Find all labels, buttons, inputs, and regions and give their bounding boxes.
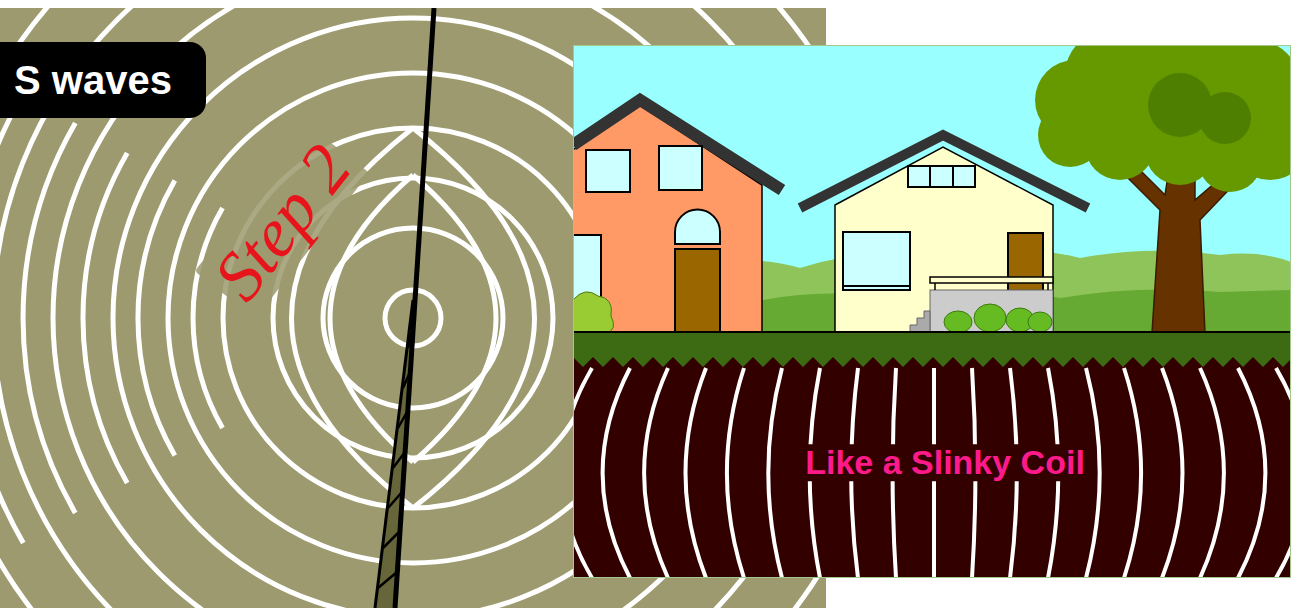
- house-window: [573, 235, 601, 300]
- wave-arc: [1162, 368, 1183, 578]
- wave-arc: [83, 153, 127, 483]
- title-tab: S waves: [0, 42, 206, 118]
- wave-arc: [1238, 368, 1265, 578]
- porch: [930, 290, 1053, 333]
- ground-waves: [573, 368, 1291, 578]
- house-window: [659, 146, 702, 190]
- window-bar: [929, 166, 931, 187]
- wave-arc: [23, 123, 75, 513]
- wave-arc: [603, 368, 630, 578]
- grass-edge: [573, 357, 1291, 367]
- steps: [910, 311, 930, 333]
- grass: [573, 332, 1291, 358]
- arch-window: [675, 210, 720, 245]
- wave-arc: [138, 181, 175, 456]
- wave-arc: [768, 368, 782, 578]
- wave-arc: [573, 368, 592, 578]
- window-sill: [843, 285, 910, 287]
- wave-arc: [1276, 368, 1291, 578]
- wave-lens-arc: [413, 128, 535, 508]
- bushes: [944, 304, 1052, 333]
- fault-line: [395, 8, 434, 608]
- panel-border: [574, 46, 1291, 578]
- window-bar: [952, 166, 954, 187]
- porch-rail: [930, 277, 1053, 283]
- rail-post: [1047, 283, 1049, 290]
- bush: [1028, 312, 1052, 332]
- house-window: [586, 150, 630, 192]
- wave-arc: [727, 368, 744, 578]
- house-door: [675, 249, 720, 333]
- leaf-shade: [1199, 92, 1251, 144]
- leaf-blob: [1038, 103, 1102, 167]
- tree-canopy: [1035, 45, 1291, 192]
- caption-text-holder: Like a Slinky Coil: [800, 444, 1090, 481]
- wave-arc: [686, 368, 707, 578]
- wave-lens-arc: [413, 175, 496, 462]
- ground: [573, 367, 1291, 578]
- handwritten-note: Step 2: [195, 125, 370, 318]
- sky: [573, 45, 1291, 578]
- house-wall: [573, 105, 762, 333]
- wave-arc: [1124, 368, 1141, 578]
- house-door: [1008, 233, 1043, 297]
- bush: [974, 304, 1006, 332]
- bush: [573, 292, 614, 333]
- fault-line: [375, 300, 413, 608]
- tab-label: S waves: [14, 58, 172, 103]
- scene-panel: [573, 45, 1291, 578]
- rail-post: [934, 283, 936, 290]
- wave-arc: [0, 93, 23, 543]
- house-window: [908, 166, 975, 187]
- house-window: [843, 232, 910, 290]
- fault-band: [375, 300, 415, 608]
- handwritten-note-holder: Step 2: [195, 125, 370, 318]
- bush: [944, 311, 972, 333]
- ground-line: [573, 331, 1291, 333]
- wave-arc: [1200, 368, 1224, 578]
- caption-text: Like a Slinky Coil: [800, 444, 1090, 481]
- tree-shade: [1148, 73, 1251, 144]
- wave-arc: [644, 368, 668, 578]
